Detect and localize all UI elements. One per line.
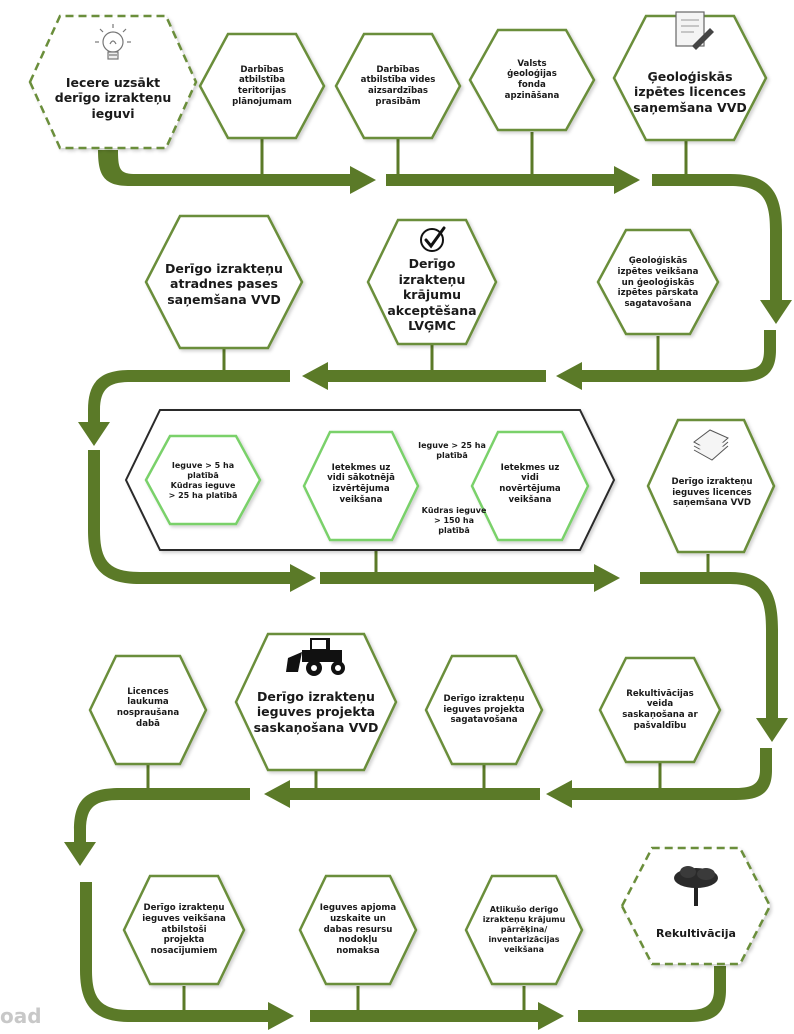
step-territorial-plan-compliance: Darbības atbilstība teritorijas plānojum… [232,64,292,107]
hex-s8 [144,214,304,350]
hex-s18 [298,874,418,986]
tree-icon [674,866,718,906]
step-geological-survey: Ģeoloģiskās izpētes veikšana un ģeoloģis… [617,256,699,310]
hex-s5 [612,14,768,142]
step-eia-initial-assessment: Ietekmes uz vidi sākotnējā izvērtējuma v… [327,462,395,505]
flow-arrow-6 [78,370,290,446]
condition-peat-150ha: Kūdras ieguve > 150 ha platībā [421,506,487,535]
flow-arrow-3 [652,174,792,324]
step-reserves-acceptance-lvgmc: Derīgo izrakteņu krājumu akceptēšana LVĢ… [387,255,477,334]
flow-arrow-15 [578,966,726,1022]
checkmark-circle-icon [420,226,446,252]
step-idea-start-extraction: Iecere uzsākt derīgo izrakteņu ieguvi [54,74,172,121]
step-geology-fund-review: Valsts ģeoloģijas fonda apzināšana [504,58,560,101]
step-environmental-compliance: Darbības atbilstība vides aizsardzības p… [360,64,436,107]
hex-s11 [470,430,590,542]
bulldozer-icon [286,638,345,676]
watermark-text: oad [0,1004,42,1028]
hex-s6 [596,228,720,336]
flow-arrow-4 [556,330,776,390]
step-reclamation-type-municipality: Rekultivācijas veida saskaņošana ar pašv… [622,688,698,731]
hex-s7 [366,218,498,346]
step-volume-accounting-tax: Ieguves apjoma uzskaite un dabas resursu… [319,903,397,957]
hex-s17 [122,874,246,986]
step-deposit-passport-vvd: Derīgo izrakteņu atradnes pases saņemšan… [165,260,283,307]
hex-s3 [334,32,462,140]
hex-s4 [468,28,596,132]
step-eia-full-assessment: Ietekmes uz vidi novērtējuma veikšana [499,462,561,505]
document-pen-icon [675,11,714,50]
hex-s10 [302,430,420,542]
flow-arrow-9 [640,572,788,742]
step-reclamation: Rekultivācija [656,927,736,941]
step-extraction-per-project: Derīgo izrakteņu ieguves veikšana atbils… [142,903,226,957]
hex-s12 [646,418,776,554]
step-extraction-thresholds: Ieguve > 5 ha platībā Kūdras ieguve > 25… [168,461,238,500]
lightbulb-icon [95,24,131,60]
flow-arrow-14 [310,1002,564,1030]
hex-s13 [598,656,722,764]
condition-area-25ha: Ieguve > 25 ha platībā [418,441,486,460]
step-extraction-project-preparation: Derīgo izrakteņu ieguves projekta sagata… [443,693,525,726]
flow-arrow-2 [386,166,640,194]
step-license-area-marking: Licences laukuma nospraušana dabā [116,686,180,729]
hex-s1 [28,14,198,150]
flow-arrows [64,150,792,1030]
hex-s9 [144,434,262,526]
paper-stack-icon [693,429,729,461]
process-steps [28,14,776,986]
flow-arrow-7 [88,450,316,592]
flow-arrow-5 [302,362,546,390]
step-extraction-license-vvd: Derīgo izrakteņu ieguves licences saņemš… [671,476,753,509]
flow-arrow-8 [320,564,620,592]
step-geological-license-vvd: Ģeoloģiskās izpētes licences saņemšana V… [633,68,747,115]
flow-arrow-13 [80,882,294,1030]
step-reserves-recalculation: Atlikušo derīgo izrakteņu krājumu pārrēķ… [482,905,566,954]
connector-lines [146,132,710,1010]
flow-arrow-10 [546,748,772,808]
flow-arrow-11 [264,780,540,808]
step-extraction-project-approval-vvd: Derīgo izrakteņu ieguves projekta saskaņ… [253,688,379,735]
flow-arrow-1 [98,150,376,194]
hex-s2 [198,32,326,140]
hex-s15 [234,632,398,772]
hex-s16 [88,654,208,766]
hex-s14 [424,654,544,766]
hex-s19 [464,874,584,986]
flow-arrow-12 [64,788,250,866]
